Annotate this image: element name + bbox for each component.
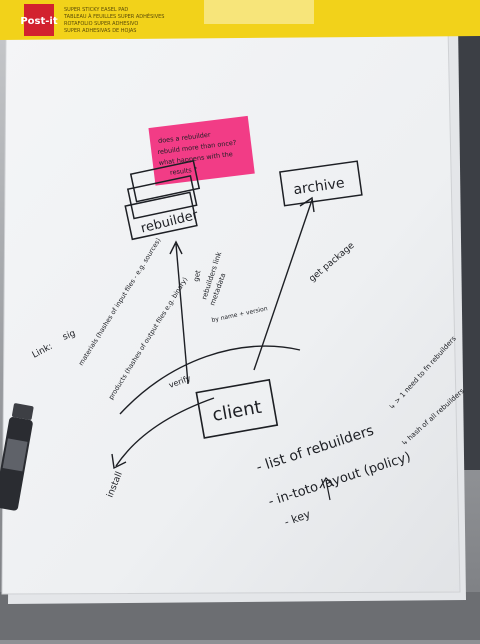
- banner-sheet-edge: [204, 0, 314, 24]
- banner-line-1: SUPER STICKY EASEL PAD: [64, 7, 128, 13]
- arrow-install: [115, 397, 215, 467]
- archive-label: archive: [292, 175, 345, 198]
- banner-line-4: SUPER ADHESIVAS DE HOJAS: [64, 28, 136, 34]
- banner-line-3: ROTAFOLIO SUPER ADHESIVO: [64, 21, 138, 27]
- marker-label: [2, 438, 28, 472]
- arrow-to-rebuilder-head: [169, 240, 183, 255]
- marker-tip: [12, 403, 34, 420]
- post-it-logo: Post-it: [20, 16, 58, 27]
- arc-verify: [119, 345, 301, 415]
- rebuilder-box: [124, 191, 198, 241]
- archive-box: [279, 160, 363, 207]
- get-rebuilders-line-1: get: [192, 269, 202, 282]
- easel-pad: [1, 27, 461, 595]
- rebuilder-box-back-1: [126, 174, 198, 220]
- sticky-line-4: results ?: [170, 165, 198, 176]
- client-box: [195, 378, 279, 439]
- arrow-to-rebuilder: [175, 243, 189, 385]
- arrow-to-archive-head: [299, 196, 315, 213]
- marker-pen-icon: [0, 403, 34, 511]
- rebuilder-stack: [124, 160, 201, 241]
- key-arrow: [319, 477, 335, 501]
- banner-line-2: TABLEAU À FEUILLES SUPER ADHÉSIVES: [63, 12, 164, 20]
- sticky-note-paper: [148, 115, 255, 186]
- arrow-to-archive: [253, 199, 313, 371]
- post-it-logo-square: [24, 4, 54, 36]
- archive-group: archive: [279, 160, 363, 207]
- link-item-sig: sig: [61, 329, 77, 343]
- arrows: [111, 196, 315, 470]
- arrow-install-head: [111, 453, 127, 470]
- sticky-note: does a rebuilder rebuild more than once?…: [148, 115, 255, 186]
